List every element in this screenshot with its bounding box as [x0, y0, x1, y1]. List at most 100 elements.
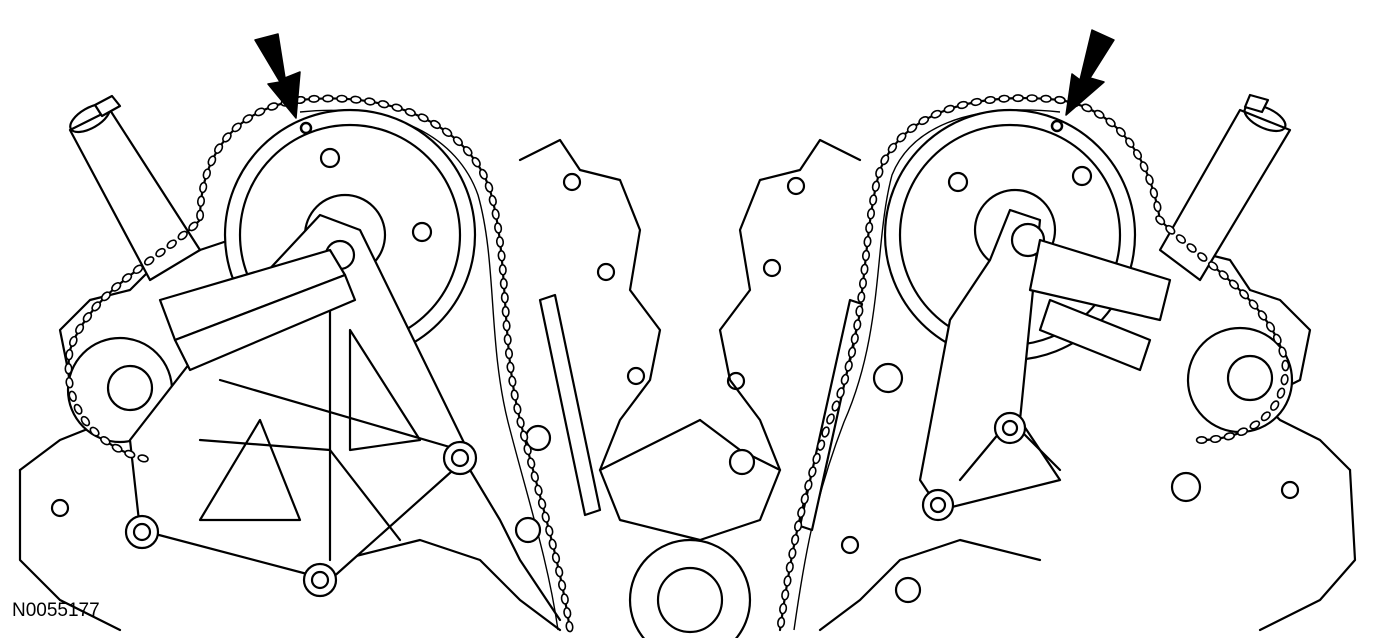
- chain-link: [502, 319, 511, 332]
- chain-link: [858, 277, 868, 290]
- chain-link: [558, 579, 567, 592]
- chain-link: [504, 347, 514, 360]
- chain-link: [781, 589, 790, 601]
- chain-link: [1248, 299, 1259, 310]
- chain-link: [452, 136, 463, 147]
- chain-link: [853, 319, 862, 331]
- chain-link: [503, 333, 512, 346]
- chain-link: [984, 95, 996, 105]
- left-timing-mark: [299, 121, 313, 135]
- chain-link: [391, 103, 403, 112]
- chain-link: [132, 264, 144, 275]
- chain-link: [111, 443, 123, 453]
- chain-link: [821, 426, 830, 438]
- chain-link: [816, 439, 826, 451]
- chain-link: [880, 154, 890, 166]
- chain-link: [430, 119, 441, 130]
- chain-link: [177, 230, 188, 241]
- chain-link: [865, 221, 874, 234]
- chain-link: [930, 109, 942, 119]
- chain-link: [1139, 161, 1149, 173]
- chain-links: [64, 94, 1290, 633]
- chain-link: [1276, 387, 1286, 399]
- chain-link: [111, 282, 122, 292]
- chain-link: [207, 155, 217, 167]
- chain-link: [1278, 346, 1287, 358]
- chain-link: [857, 291, 866, 303]
- crankshaft-sprocket: [628, 538, 752, 638]
- chain-link: [875, 166, 884, 179]
- chain-link: [462, 146, 473, 157]
- chain-link: [242, 114, 254, 124]
- chain-link: [1040, 94, 1052, 103]
- chain-link: [155, 247, 166, 258]
- figure-id-label: N0055177: [12, 600, 100, 621]
- chain-link: [565, 620, 574, 633]
- chain-link: [844, 360, 853, 372]
- chain-link: [91, 301, 102, 312]
- chain-link: [847, 346, 857, 359]
- left-indicator-arrow: [254, 33, 301, 119]
- chain-link: [850, 332, 859, 345]
- chain-link: [499, 277, 508, 290]
- chain-link: [196, 195, 206, 208]
- chain-link: [855, 305, 864, 317]
- chain-link: [1155, 215, 1166, 226]
- chain-link: [196, 209, 205, 222]
- chain-link: [1026, 94, 1038, 103]
- chain-link: [861, 249, 871, 262]
- chain-link: [523, 443, 532, 456]
- chain-link: [404, 108, 416, 117]
- chain-link: [530, 471, 539, 483]
- chain-link: [498, 264, 507, 276]
- chain-link: [68, 390, 77, 402]
- chain-link: [1260, 411, 1271, 422]
- chain-link: [1249, 420, 1261, 430]
- chain-link: [214, 143, 224, 154]
- chain-link: [956, 100, 969, 110]
- chain-link: [788, 547, 797, 560]
- chain-link: [124, 449, 136, 459]
- chain-link: [791, 533, 800, 546]
- chain-link: [869, 194, 878, 206]
- chain-link: [121, 273, 133, 283]
- chain-link: [1281, 359, 1290, 372]
- chain-link: [501, 305, 510, 318]
- chain-link: [779, 602, 788, 615]
- chain-link: [1223, 432, 1236, 441]
- chain-link: [254, 107, 266, 117]
- chain-link: [417, 113, 429, 123]
- chain-link: [1153, 200, 1162, 213]
- chain-link: [797, 506, 806, 519]
- chain-link: [1209, 434, 1222, 444]
- chain-link: [563, 607, 572, 619]
- chain-link: [860, 263, 869, 276]
- chain-link: [89, 426, 100, 437]
- chain-link: [231, 122, 242, 133]
- chain-link: [831, 400, 841, 412]
- chain-link: [1265, 321, 1276, 333]
- chain-link: [906, 123, 918, 134]
- chain-link: [527, 457, 536, 469]
- chain-link: [519, 430, 529, 442]
- right-chain-tensioner-bracket: [918, 208, 1172, 522]
- chain-link: [1149, 187, 1159, 199]
- chain-link: [887, 142, 898, 154]
- chain-link: [998, 94, 1010, 103]
- chain-link: [1239, 289, 1250, 300]
- chain-link: [100, 435, 111, 446]
- chain-link: [785, 561, 794, 573]
- chain-link: [534, 484, 543, 496]
- chain-link: [1012, 94, 1024, 103]
- chain-link: [1195, 435, 1208, 445]
- chain-link: [1207, 261, 1219, 271]
- left-lower-sprocket: [66, 336, 174, 444]
- chain-link: [308, 94, 320, 103]
- chain-link: [513, 403, 522, 415]
- chain-link: [484, 181, 494, 193]
- chain-link: [73, 403, 83, 415]
- chain-link: [64, 362, 73, 375]
- chain-link: [1272, 333, 1282, 345]
- chain-link: [804, 479, 813, 491]
- chain-link: [548, 538, 557, 551]
